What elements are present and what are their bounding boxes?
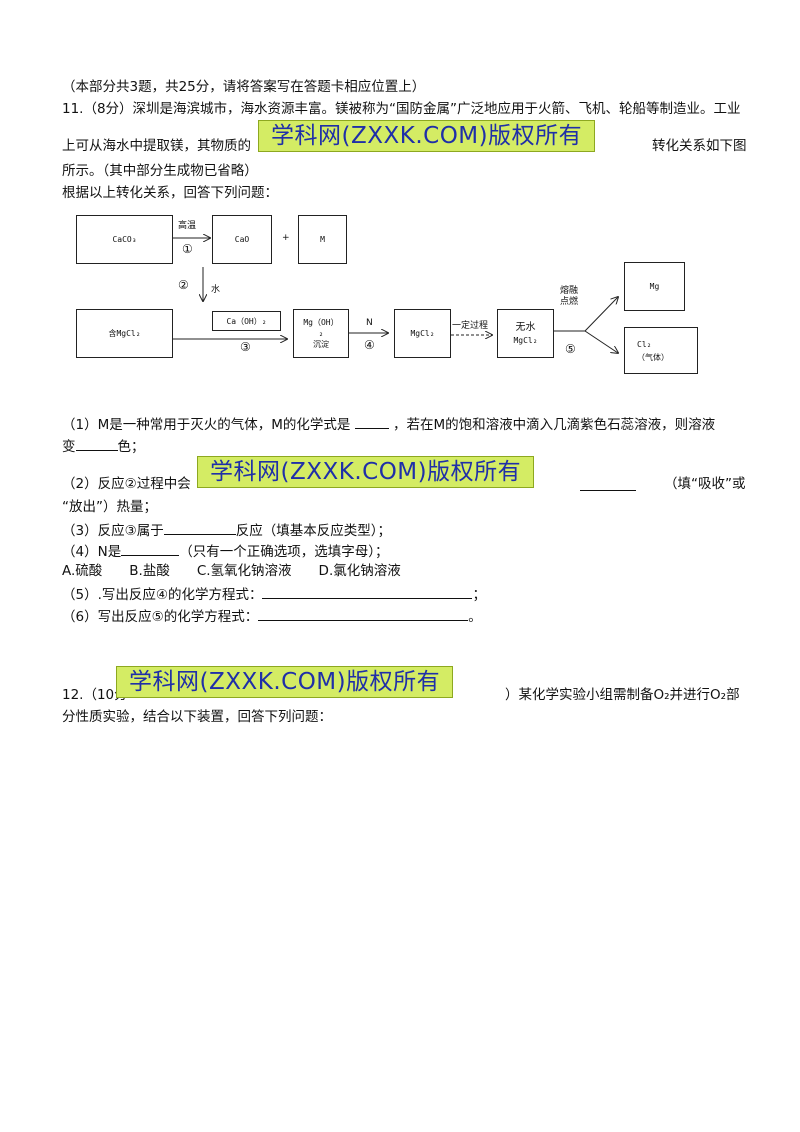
q12-start: 12.（10分 bbox=[62, 687, 128, 703]
box-caoh2: Ca（OH）₂ bbox=[212, 311, 281, 331]
diagram-arrows bbox=[172, 0, 800, 400]
q12-end: ）某化学实验小组需制备O₂并进行O₂部 bbox=[505, 687, 740, 703]
watermark-banner: 学科网(ZXXK.COM)版权所有 bbox=[197, 456, 535, 488]
answer-blank-1[interactable] bbox=[354, 414, 389, 429]
qiti-label: （气体） bbox=[637, 352, 669, 362]
label-n: N bbox=[366, 318, 373, 328]
label-ronghua-1: 熔融 bbox=[560, 286, 579, 296]
sub-q4-text-b: （只有一个正确选项，选填字母）； bbox=[179, 544, 389, 560]
sub-q4-text-a: （4）N是 bbox=[62, 544, 122, 560]
label-gaowen: 高温 bbox=[178, 221, 197, 231]
wushui-mgcl2-label: MgCl₂ bbox=[513, 335, 538, 345]
arrow-to-cl2 bbox=[584, 330, 618, 353]
sub-q1-line2: 变 色； bbox=[62, 436, 145, 456]
sub-q4: （4）N是 （只有一个正确选项，选填字母）； bbox=[62, 541, 388, 561]
q11-line2-start: 上可从海水中提取镁，其物质的 bbox=[62, 138, 251, 154]
sub-q6: （6）写出反应⑤的化学方程式： 。 bbox=[62, 606, 482, 626]
answer-blank-7[interactable] bbox=[258, 606, 469, 621]
box-cl2: Cl₂ （气体） bbox=[624, 327, 698, 374]
sub-q1-line1: （1）M是一种常用于灭火的气体，M的化学式是 ，若在M的饱和溶液中滴入几滴紫色石… bbox=[62, 414, 715, 434]
sub-q1-text-a: （1）M是一种常用于灭火的气体，M的化学式是 bbox=[62, 417, 351, 433]
q11-line4: 根据以上转化关系，回答下列问题： bbox=[62, 185, 278, 201]
box-cao: CaO bbox=[212, 215, 272, 264]
label-shui: 水 bbox=[211, 285, 221, 295]
sub-q3-text-b: 反应（填基本反应类型）； bbox=[235, 523, 391, 539]
answer-blank-2[interactable] bbox=[75, 436, 118, 451]
q11-line3: 所示。（其中部分生成物已省略） bbox=[62, 163, 258, 179]
sub-q4-options: A.硫酸 B.盐酸 C.氢氧化钠溶液 D.氯化钠溶液 bbox=[62, 563, 401, 579]
answer-blank-4[interactable] bbox=[163, 520, 236, 535]
sub-q3-text-a: （3）反应③属于 bbox=[62, 523, 164, 539]
label-ronghua-2: 点燃 bbox=[560, 297, 579, 307]
sub-q1-text-d: 色； bbox=[117, 439, 145, 455]
wushui-label: 无水 bbox=[515, 321, 536, 333]
mgoh2-line3: 沉淀 bbox=[313, 340, 329, 349]
label-ronghua: 熔融 点燃 bbox=[560, 286, 578, 308]
q11-line1: 11.（8分）深圳是海滨城市，海水资源丰富。镁被称为“国防金属”广泛地应用于火箭… bbox=[62, 101, 741, 117]
box-wushui-mgcl2: 无水 MgCl₂ bbox=[497, 309, 554, 358]
section-intro: （本部分共3题，共25分，请将答案写在答题卡相应位置上） bbox=[62, 79, 426, 95]
sub-q6-text-b: 。 bbox=[468, 609, 482, 625]
label-step2: ② bbox=[178, 278, 189, 292]
box-caco3: CaCO₃ bbox=[76, 215, 173, 264]
sub-q3: （3）反应③属于 反应（填基本反应类型）； bbox=[62, 520, 391, 540]
q12-line2: 分性质实验，结合以下装置，回答下列问题： bbox=[62, 709, 332, 725]
mgoh2-line2: ₂ bbox=[318, 329, 324, 338]
label-step5: ⑤ bbox=[565, 342, 576, 356]
label-step1: ① bbox=[182, 242, 193, 256]
answer-blank-5[interactable] bbox=[121, 541, 180, 556]
sub-q2-line2: “放出”）热量； bbox=[62, 499, 157, 515]
label-plus: + bbox=[282, 233, 290, 243]
sub-q5: （5）.写出反应④的化学方程式： ； bbox=[62, 584, 486, 604]
sub-q5-text-b: ； bbox=[472, 587, 486, 603]
mgoh2-line1: Mg（OH） bbox=[303, 318, 339, 327]
watermark-banner: 学科网(ZXXK.COM)版权所有 bbox=[258, 120, 596, 152]
label-yiding: 一定过程 bbox=[452, 321, 489, 331]
label-step4: ④ bbox=[364, 338, 375, 352]
box-mgoh2: Mg（OH） ₂ 沉淀 bbox=[293, 309, 349, 358]
q11-line2-end: 转化关系如下图 bbox=[652, 138, 747, 154]
sub-q1-text-b: ，若在M的饱和溶液中滴入几滴紫色石蕊溶液，则溶液 bbox=[392, 417, 716, 433]
sub-q6-text-a: （6）写出反应⑤的化学方程式： bbox=[62, 609, 259, 625]
cl2-label: Cl₂ bbox=[637, 339, 652, 349]
answer-blank-3[interactable] bbox=[580, 476, 636, 491]
sub-q2-start: （2）反应②过程中会 bbox=[62, 476, 191, 492]
label-step3: ③ bbox=[240, 340, 251, 354]
box-m: M bbox=[298, 215, 347, 264]
sub-q1-text-c: 变 bbox=[62, 439, 76, 455]
sub-q5-text-a: （5）.写出反应④的化学方程式： bbox=[62, 587, 263, 603]
answer-blank-6[interactable] bbox=[262, 584, 473, 599]
watermark-banner: 学科网(ZXXK.COM)版权所有 bbox=[116, 666, 454, 698]
box-mgcl2: MgCl₂ bbox=[394, 309, 451, 358]
sub-q2-end: （填“吸收”或 bbox=[664, 476, 746, 492]
box-mg: Mg bbox=[624, 262, 685, 311]
box-han-mgcl2: 含MgCl₂ bbox=[76, 309, 173, 358]
arrow-to-mg bbox=[584, 297, 618, 332]
